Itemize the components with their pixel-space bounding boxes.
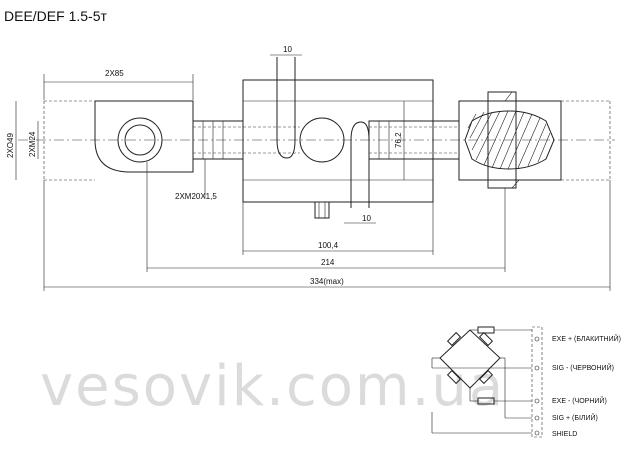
dim-body-length: 100,4	[242, 202, 434, 255]
right-threaded-rod	[368, 120, 460, 160]
right-eye	[458, 91, 611, 189]
left-eye	[43, 100, 194, 181]
dim-body-height-label: 76,2	[394, 132, 403, 148]
watermark: vesovik.com.ua	[40, 354, 505, 419]
drawing-title: DEE/DEF 1.5-5т	[4, 8, 107, 24]
wire-exe-plus: EXE + (БЛАКИТНИЙ)	[552, 334, 621, 343]
dim-pin-span-label: 214	[321, 258, 335, 267]
dim-outer-dia: 2XO49	[6, 101, 17, 180]
dim-thread-spec: 2XM20X1,5	[175, 159, 217, 201]
dim-eye-width: 2X85	[43, 69, 194, 100]
dim-thread-dia-label: 2XM24	[28, 131, 37, 157]
dim-body-height: 76,2	[394, 101, 405, 180]
dim-bottom-slot: 10	[344, 214, 376, 224]
wire-exe-minus: EXE - (ЧОРНИЙ)	[552, 396, 607, 405]
dim-bottom-slot-label: 10	[362, 214, 371, 223]
dim-top-slot-label: 10	[283, 45, 292, 54]
dim-top-slot: 10	[270, 45, 302, 56]
load-cell-body	[242, 57, 434, 219]
wire-shield: SHIELD	[552, 431, 577, 438]
dim-thread-dia: 2XM24	[28, 121, 39, 159]
dim-overall: 334(max)	[43, 180, 611, 291]
dim-outer-dia-label: 2XO49	[6, 133, 15, 158]
dim-thread-spec-label: 2XM20X1,5	[175, 192, 217, 201]
wire-sig-minus: SIG - (ЧЕРВОНИЙ)	[552, 363, 614, 372]
dim-eye-width-label: 2X85	[105, 69, 124, 78]
dim-body-length-label: 100,4	[318, 241, 339, 250]
dim-pin-span: 214	[146, 162, 506, 272]
bridge-circuit	[431, 326, 543, 438]
dim-overall-label: 334(max)	[310, 277, 344, 286]
wire-sig-plus: SIG + (БІЛИЙ)	[552, 413, 598, 422]
wiring-labels: EXE + (БЛАКИТНИЙ) SIG - (ЧЕРВОНИЙ) EXE -…	[552, 334, 621, 438]
